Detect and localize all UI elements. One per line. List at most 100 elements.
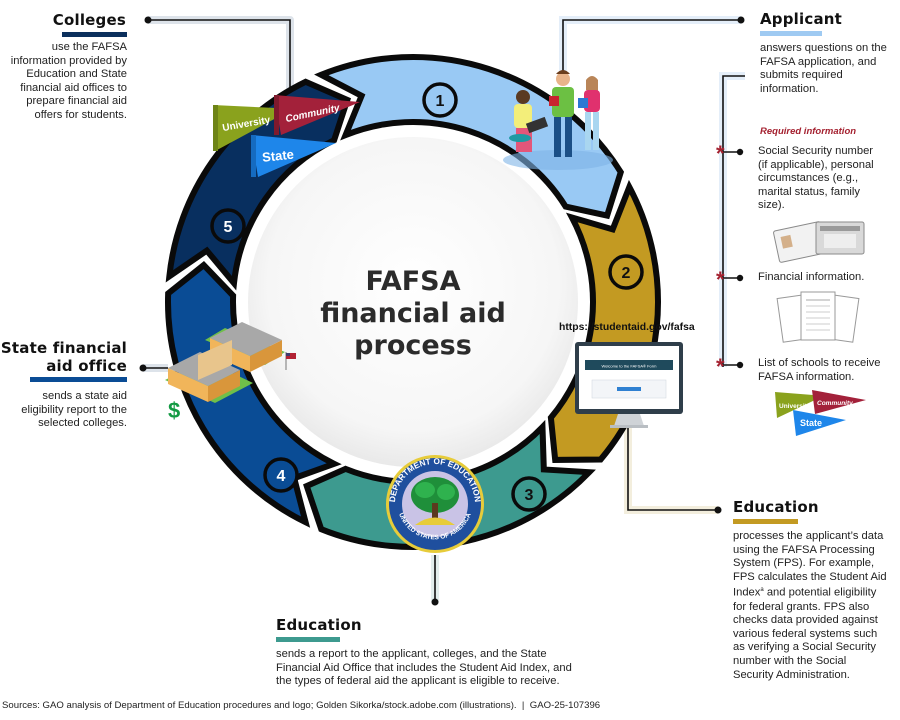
education-process-description: processes the applicant’s data using the… <box>733 530 900 682</box>
required-item-line: FAFSA information. <box>758 370 855 383</box>
colleges-description: use the FAFSA information provided by Ed… <box>0 41 127 123</box>
education-process-heading-bar <box>733 519 798 524</box>
step-number: 5 <box>224 219 233 236</box>
required-item-line: List of schools to receive <box>758 357 881 369</box>
step-badge-circle <box>608 254 644 290</box>
education-process-line: FPS calculates the Student Aid <box>733 570 887 583</box>
required-item-line: marital status, family <box>758 185 860 198</box>
step-5-badge: 5 <box>210 208 246 244</box>
step-3-badge: 3 <box>511 476 547 512</box>
education-report-heading-bar <box>276 637 340 642</box>
required-asterisk-icon: * <box>716 354 725 379</box>
center-circle <box>248 137 578 467</box>
colleges-heading: Colleges <box>52 11 126 29</box>
step-badge-circle <box>422 82 458 118</box>
state-office-heading-bar <box>30 377 127 382</box>
connector-colleges <box>144 16 294 95</box>
id-cards-illustration <box>773 221 865 263</box>
state-office-building-illustration: $ <box>165 322 296 423</box>
website-url[interactable]: https://studentaid.gov/fafsa <box>559 322 695 333</box>
computer-monitor-illustration: Welcome to the FAFSA® Form <box>575 342 683 428</box>
step-number: 3 <box>525 487 534 504</box>
required-item-financial: Financial information. <box>758 271 898 285</box>
step-number: 1 <box>436 93 445 110</box>
colleges-line: Education and State <box>26 68 127 81</box>
connector-state-office <box>139 364 168 372</box>
state-office-heading-line: State financial <box>0 339 127 357</box>
step-badges: 1 2 3 4 5 <box>210 82 644 512</box>
applicant-line: answers questions on the <box>760 42 887 54</box>
required-item-line: Financial information. <box>758 271 865 283</box>
step-badge-circle <box>263 457 299 493</box>
connector-education-process <box>624 425 722 514</box>
required-item-ssn: Social Security number (if applicable), … <box>758 145 898 213</box>
applicant-description: answers questions on the FAFSA applicati… <box>760 42 900 96</box>
sai-term: Index <box>733 587 761 600</box>
required-asterisk-icon: * <box>716 267 725 292</box>
state-office-heading: State financial aid office <box>0 339 127 375</box>
center-title-line1: FAFSA <box>365 266 460 297</box>
colleges-line: prepare financial aid <box>26 95 127 108</box>
connector-education-report <box>431 555 439 606</box>
education-process-line: System (FPS). For example, <box>733 557 875 570</box>
state-office-line: selected colleges. <box>38 417 127 430</box>
education-process-line: Indexa and potential eligibility <box>733 584 900 600</box>
step-2-badge: 2 <box>608 254 644 290</box>
required-asterisk-icon: * <box>716 141 725 166</box>
step-number: 4 <box>277 468 286 485</box>
required-asterisks: * * * <box>716 141 725 379</box>
education-process-line: using the FAFSA Processing <box>733 543 875 556</box>
state-office-description: sends a state aid eligibility report to … <box>0 390 127 431</box>
source-note: Sources: GAO analysis of Department of E… <box>2 700 601 711</box>
education-process-line-rest: and potential eligibility <box>766 587 877 600</box>
step-badge-circle <box>210 208 246 244</box>
required-item-schools: List of schools to receive FAFSA informa… <box>758 357 898 384</box>
step-4-segment <box>165 261 342 528</box>
required-item-line: (if applicable), personal <box>758 158 874 171</box>
education-process-line: as verifying a Social Security <box>733 641 877 654</box>
footnote-marker: a <box>760 587 764 594</box>
education-report-line: the types of federal aid the applicant i… <box>276 675 560 688</box>
education-process-line: Security Administration. <box>733 668 850 681</box>
financial-documents-illustration <box>776 291 860 343</box>
applicant-line: FAFSA application, and <box>760 55 877 68</box>
step-1-badge: 1 <box>422 82 458 118</box>
connector-applicant <box>559 16 745 75</box>
connector-required <box>719 72 745 369</box>
colleges-line: information provided by <box>10 54 127 67</box>
education-report-line: Financial Aid Office that includes the S… <box>276 661 572 674</box>
monitor-banner-text: Welcome to the FAFSA® Form <box>602 364 658 369</box>
required-item-line: Social Security number <box>758 145 874 157</box>
step-1-segment <box>314 54 625 220</box>
colleges-line: offers for students. <box>34 108 127 121</box>
pennant-state-label: State <box>261 147 294 165</box>
pennants-small: University Community State <box>775 390 866 436</box>
applicant-line: submits required <box>760 69 843 82</box>
required-info-label: Required information <box>760 126 857 137</box>
education-process-heading: Education <box>733 498 819 516</box>
education-process-line: various federal systems such <box>733 627 878 640</box>
small-pennant-university-label: University <box>779 403 811 410</box>
education-seal: DEPARTMENT OF EDUCATION UNITED STATES OF… <box>386 455 484 553</box>
center-title-line2: financial aid <box>320 298 506 329</box>
education-process-line: checks data provided against <box>733 614 878 627</box>
required-item-line: circumstances (e.g., <box>758 172 859 185</box>
state-office-line: eligibility report to the <box>21 403 127 416</box>
state-office-line: sends a state aid <box>42 390 127 402</box>
colleges-line: use the FAFSA <box>51 41 127 53</box>
education-report-description: sends a report to the applicant, college… <box>276 648 606 689</box>
education-report-heading: Education <box>276 616 362 634</box>
education-process-line: number with the Social <box>733 655 847 668</box>
step-number: 2 <box>622 265 631 282</box>
step-4-badge: 4 <box>263 457 299 493</box>
colleges-heading-bar <box>62 32 127 37</box>
small-pennant-community-label: Community <box>817 400 853 407</box>
education-process-line: processes the applicant’s data <box>733 530 884 542</box>
state-office-heading-line: aid office <box>46 357 127 375</box>
step-badge-circle <box>511 476 547 512</box>
colleges-line: financial aid offices to <box>20 81 127 94</box>
education-process-line: for federal grants. FPS also <box>733 600 870 613</box>
dollar-sign-icon: $ <box>168 398 180 423</box>
pennants-large: University Community State <box>213 95 360 177</box>
